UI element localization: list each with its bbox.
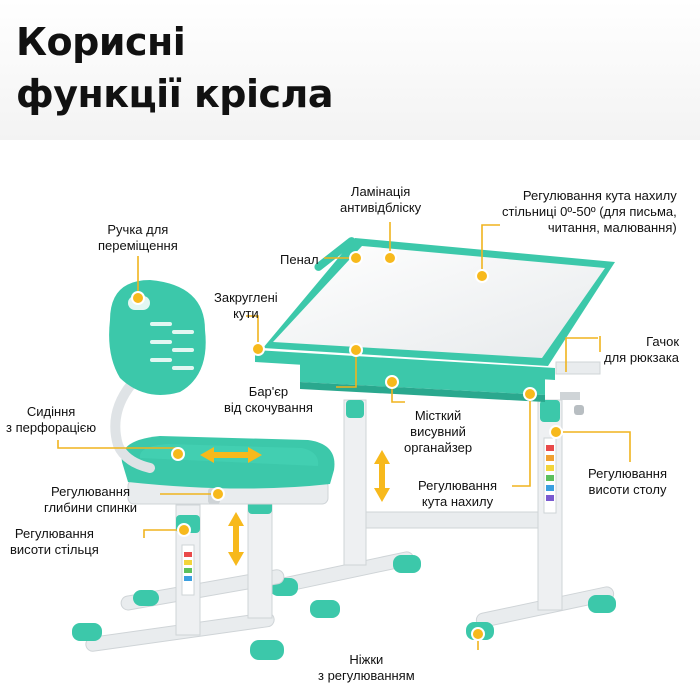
backrest-support <box>110 375 155 473</box>
desk <box>255 237 616 640</box>
desk-foot <box>393 555 421 573</box>
title-line-2: функції крісла <box>16 72 333 116</box>
chair-base-a <box>120 569 285 611</box>
desk-crossbar <box>355 511 547 529</box>
callout-handle: Ручка для переміщення <box>98 222 178 253</box>
callout-tilt: Регулювання кута нахилу <box>418 478 498 509</box>
callout-desk-height: Регулювання висоти столу <box>588 466 668 497</box>
callout-anti-slip: Бар'єр від скочування <box>224 384 313 415</box>
drawer <box>300 360 545 395</box>
pencil-groove <box>314 237 356 271</box>
callout-pencil-case: Пенал <box>280 252 319 267</box>
callout-organizer: Місткий висувний органайзер <box>404 408 473 455</box>
callout-rounded-corners: Закруглені кути <box>214 290 278 321</box>
callout-lamination: Ламінація антивідбліску <box>340 184 422 215</box>
callout-hook: Гачок для рюкзака <box>604 334 680 365</box>
title-line-1: Корисні <box>16 20 186 64</box>
page-title: Корисні функції крісла <box>16 16 333 120</box>
orange-dot-icon <box>131 251 563 641</box>
callout-back-depth: Регулювання глибини спинки <box>44 484 137 515</box>
callout-legs: Ніжки з регулюванням <box>318 652 415 683</box>
chair-post-right <box>247 499 273 619</box>
desktop-edge <box>255 350 555 380</box>
backrest <box>109 280 206 395</box>
desk-leg-left <box>343 399 367 566</box>
callout-tilt-angle: Регулювання кута нахилу стільниці 0º-50º… <box>502 188 677 235</box>
double-arrow-icon <box>200 447 390 566</box>
header-band <box>0 0 700 140</box>
desk-foot <box>588 595 616 613</box>
callout-perforated-seat: Сидіння з перфорацією <box>6 404 97 435</box>
callout-chair-height: Регулювання висоти стільця <box>10 526 99 557</box>
hook <box>574 405 584 415</box>
